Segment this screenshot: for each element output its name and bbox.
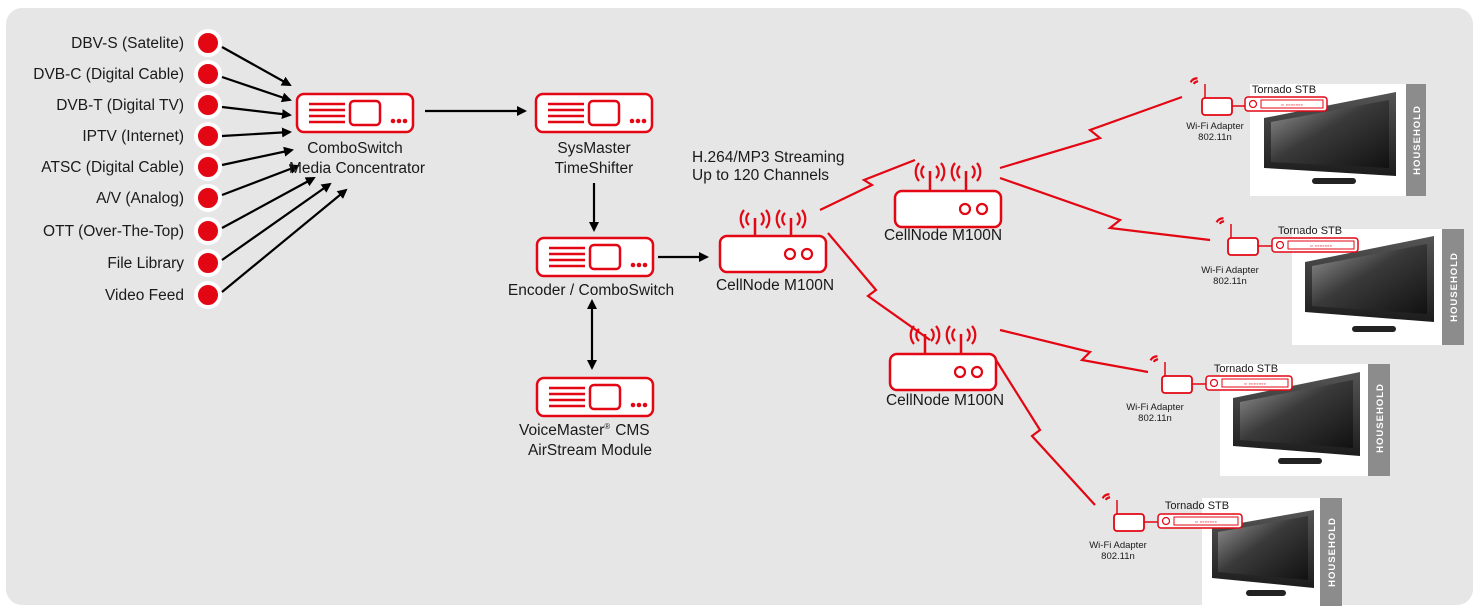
stb-label: Tornado STB (1252, 84, 1316, 96)
sysmaster-label-line2: TimeShifter (555, 160, 634, 177)
voicemaster-cms: CMS (615, 422, 649, 439)
voicemaster-name: VoiceMaster (519, 422, 604, 439)
input-list: DBV-S (Satelite) DVB-C (Digital Cable) D… (33, 29, 222, 309)
stb-device-icon: ▫ ◦◦◦◦◦◦◦ (1244, 96, 1328, 112)
input-item: A/V (Analog) (96, 184, 222, 212)
streaming-label-line1: H.264/MP3 Streaming (692, 149, 845, 166)
wifi-adapter-label: Wi-Fi Adapter (1186, 121, 1244, 132)
tv-icon (1212, 510, 1314, 596)
wifi-adapter-icon (1189, 77, 1245, 116)
input-dot (194, 281, 222, 309)
household-label: HOUSEHOLD (1449, 252, 1460, 322)
input-item: IPTV (Internet) (82, 122, 222, 150)
input-dot (194, 184, 222, 212)
input-label: DBV-S (Satelite) (71, 35, 184, 52)
input-arrows (221, 46, 348, 293)
tv-icon (1305, 236, 1434, 332)
household-label: HOUSEHOLD (1375, 383, 1386, 453)
voicemaster-device-icon (535, 376, 655, 418)
wifi-adapter-spec: 802.11n (1213, 276, 1247, 287)
stb-device-icon: ▫ ◦◦◦◦◦◦◦ (1157, 513, 1243, 529)
stb-label: Tornado STB (1165, 500, 1229, 512)
input-label: ATSC (Digital Cable) (41, 159, 184, 176)
wifi-adapter-icon (1215, 217, 1272, 256)
cellnode-lower-icon (888, 325, 998, 392)
household-3: HOUSEHOLD ▫ ◦◦◦◦◦◦◦ Tornado STB Wi-Fi Ad… (1126, 355, 1390, 476)
input-label: Video Feed (105, 287, 184, 304)
input-item: DVB-T (Digital TV) (56, 91, 222, 119)
sysmaster-device-icon (534, 92, 654, 134)
stb-device-icon: ▫ ◦◦◦◦◦◦◦ (1271, 237, 1359, 253)
svg-text:▫ ◦◦◦◦◦◦◦: ▫ ◦◦◦◦◦◦◦ (1195, 519, 1217, 526)
input-item: Video Feed (105, 281, 222, 309)
input-dot (194, 60, 222, 88)
input-item: DVB-C (Digital Cable) (33, 60, 222, 88)
tv-icon (1264, 92, 1396, 184)
stb-device-icon: ▫ ◦◦◦◦◦◦◦ (1205, 375, 1293, 391)
input-label: IPTV (Internet) (82, 128, 184, 145)
wifi-adapter-label: Wi-Fi Adapter (1201, 265, 1259, 276)
svg-text:▫ ◦◦◦◦◦◦◦: ▫ ◦◦◦◦◦◦◦ (1310, 243, 1332, 250)
svg-text:▫ ◦◦◦◦◦◦◦: ▫ ◦◦◦◦◦◦◦ (1281, 102, 1303, 109)
input-label: DVB-T (Digital TV) (56, 97, 184, 114)
stb-label: Tornado STB (1278, 225, 1342, 237)
encoder-device-icon (535, 236, 655, 278)
household-4: HOUSEHOLD ▫ ◦◦◦◦◦◦◦ Tornado STB Wi-Fi Ad… (1089, 493, 1342, 606)
cellnode-upper-label: CellNode M100N (884, 227, 1002, 244)
sysmaster-label-line1: SysMaster (557, 140, 630, 157)
wifi-adapter-spec: 802.11n (1198, 132, 1232, 143)
household-2: HOUSEHOLD ▫ ◦◦◦◦◦◦◦ Tornado STB Wi-Fi Ad… (1201, 217, 1464, 345)
registered-mark: ® (604, 422, 610, 431)
cellnode-upper-icon (893, 162, 1003, 229)
streaming-label-line2: Up to 120 Channels (692, 167, 829, 184)
wifi-adapter-spec: 802.11n (1138, 413, 1172, 424)
comboswitch-label-line2: Media Concentrator (289, 160, 425, 177)
wifi-adapter-label: Wi-Fi Adapter (1089, 540, 1147, 551)
comboswitch-label-line1: ComboSwitch (307, 140, 403, 157)
household-side-tab (1368, 364, 1390, 476)
voicemaster-label-line2: AirStream Module (528, 442, 652, 459)
household-1: HOUSEHOLD ▫ ◦◦◦◦◦◦◦ Tornado STB Wi-Fi Ad… (1186, 77, 1426, 196)
encoder-label: Encoder / ComboSwitch (508, 282, 674, 299)
wifi-adapter-icon (1101, 493, 1158, 532)
input-item: DBV-S (Satelite) (71, 29, 222, 57)
cellnode-main-icon (718, 209, 828, 274)
input-dot (194, 91, 222, 119)
input-item: OTT (Over-The-Top) (43, 217, 222, 245)
input-dot (194, 29, 222, 57)
input-dot (194, 217, 222, 245)
input-dot (194, 153, 222, 181)
household-wireless-links (995, 95, 1211, 506)
household-label: HOUSEHOLD (1412, 105, 1423, 175)
cellnode-lower-label: CellNode M100N (886, 392, 1004, 409)
voicemaster-label-line1: VoiceMaster® CMS (519, 422, 650, 439)
wireless-links (819, 158, 931, 341)
wifi-adapter-spec: 802.11n (1101, 551, 1135, 562)
svg-text:▫ ◦◦◦◦◦◦◦: ▫ ◦◦◦◦◦◦◦ (1244, 381, 1266, 388)
input-label: OTT (Over-The-Top) (43, 223, 184, 240)
household-side-tab (1442, 229, 1464, 345)
input-item: File Library (107, 249, 222, 277)
wifi-adapter-icon (1149, 355, 1206, 394)
input-label: A/V (Analog) (96, 190, 184, 207)
comboswitch-device-icon (295, 92, 415, 134)
household-side-tab (1320, 498, 1342, 606)
input-dot (194, 249, 222, 277)
stb-label: Tornado STB (1214, 363, 1278, 375)
tv-icon (1233, 372, 1360, 464)
input-label: File Library (107, 255, 184, 272)
household-label: HOUSEHOLD (1327, 517, 1338, 587)
household-side-tab (1406, 84, 1426, 196)
input-label: DVB-C (Digital Cable) (33, 66, 184, 83)
cellnode-main-label: CellNode M100N (716, 277, 834, 294)
wifi-adapter-label: Wi-Fi Adapter (1126, 402, 1184, 413)
input-item: ATSC (Digital Cable) (41, 153, 222, 181)
input-dot (194, 122, 222, 150)
